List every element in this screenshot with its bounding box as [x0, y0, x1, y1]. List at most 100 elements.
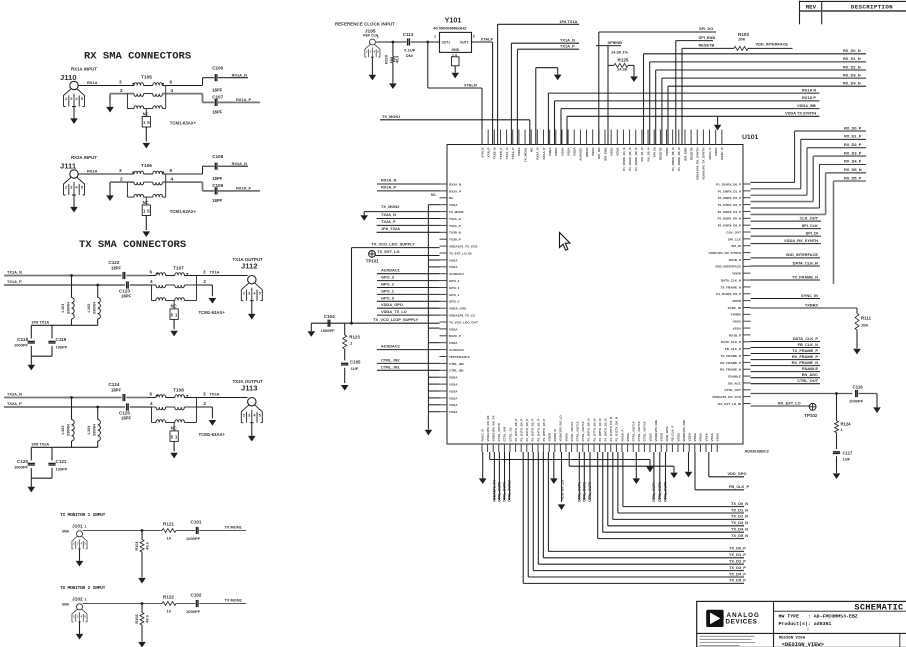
svg-text:VSSD: VSSD	[665, 147, 669, 156]
svg-text:FB_CLK_P: FB_CLK_P	[729, 484, 750, 489]
svg-text:VSSA: VSSA	[449, 403, 458, 407]
svg-text:TX2A_N: TX2A_N	[449, 217, 462, 221]
svg-text:2: 2	[243, 291, 245, 295]
svg-text:R110: R110	[383, 55, 388, 64]
svg-text:CTRL_OUT8: CTRL_OUT8	[497, 423, 501, 441]
svg-text:TX1A_P: TX1A_P	[511, 148, 515, 160]
svg-text:10: 10	[167, 608, 172, 613]
svg-text:RX_D5_P: RX_D5_P	[844, 175, 862, 180]
svg-text:C101: C101	[191, 519, 202, 524]
svg-text:P1_D3TX_D2_P: P1_D3TX_D2_P	[531, 419, 535, 442]
svg-text:1: 1	[841, 427, 844, 432]
svg-text:5: 5	[84, 541, 86, 545]
svg-text:P1_D8RX_D2_P: P1_D8RX_D2_P	[718, 196, 741, 200]
svg-text:RX_D0_P: RX_D0_P	[844, 125, 862, 130]
svg-text:5: 5	[171, 434, 174, 439]
svg-text:J105: J105	[365, 28, 376, 34]
svg-text:RX2C_P: RX2C_P	[449, 334, 461, 338]
svg-text:TX_D3_N: TX_D3_N	[731, 520, 748, 525]
svg-text:2: 2	[65, 186, 67, 190]
svg-text:TXNRX: TXNRX	[805, 302, 819, 307]
svg-text:TX_MON1: TX_MON1	[382, 114, 401, 119]
svg-text:P1_D7RX_D3_P: P1_D7RX_D3_P	[718, 203, 741, 207]
svg-text:P1_D10RX_D0_P: P1_D10RX_D0_P	[716, 182, 741, 186]
svg-text:C117: C117	[843, 451, 853, 456]
svg-text:VSSA: VSSA	[449, 265, 458, 269]
svg-text:TX_VCO_LDO_SUPPLY: TX_VCO_LDO_SUPPLY	[372, 241, 416, 246]
svg-text:2 4: 2 4	[452, 53, 457, 57]
svg-text:TX2A: TX2A	[209, 392, 219, 397]
svg-text:TX1A_N: TX1A_N	[7, 270, 22, 275]
svg-text:P1_D6TX_D5_N: P1_D6TX_D5_N	[587, 418, 591, 442]
svg-text:VSSD: VSSD	[676, 432, 680, 441]
svg-text:VDDA_RX_SYNTH: VDDA_RX_SYNTH	[784, 238, 818, 243]
svg-text:CTRL_OUT1: CTRL_OUT1	[578, 482, 582, 502]
svg-text:J110: J110	[60, 73, 76, 82]
svg-text:VSSA: VSSA	[714, 147, 718, 156]
svg-text:100PF: 100PF	[56, 467, 68, 472]
svg-text:TCM1-63AX+: TCM1-63AX+	[199, 432, 226, 437]
svg-text:SYNC_IN: SYNC_IN	[801, 293, 818, 298]
svg-text:VSSA: VSSA	[733, 320, 742, 324]
svg-text:C107: C107	[212, 95, 223, 100]
svg-text:CTRL_OUT11: CTRL_OUT11	[570, 421, 574, 441]
svg-text:6: 6	[150, 392, 153, 397]
svg-text:TX MONITOR 1 INPUT: TX MONITOR 1 INPUT	[60, 512, 106, 518]
svg-text:4: 4	[253, 413, 256, 417]
svg-text:1000PF: 1000PF	[14, 465, 29, 470]
svg-text:AUXDAC2: AUXDAC2	[381, 344, 401, 349]
svg-text:VSSA: VSSA	[693, 432, 697, 441]
svg-text:TX_MON2: TX_MON2	[449, 210, 464, 214]
svg-text:RX2A_P: RX2A_P	[236, 186, 252, 191]
svg-text:XTALN: XTALN	[464, 82, 477, 87]
svg-text:P1_D5RX_D5_N: P1_D5RX_D5_N	[718, 217, 742, 221]
svg-text:NC: NC	[449, 196, 454, 200]
svg-text:CTRL_OUT4: CTRL_OUT4	[652, 482, 656, 502]
svg-text:4: 4	[374, 50, 376, 54]
svg-text:RX2A INPUT: RX2A INPUT	[71, 155, 97, 160]
svg-text:GND: GND	[452, 48, 460, 52]
svg-text:CTRL_OUT: CTRL_OUT	[797, 378, 818, 383]
svg-text:REV: REV	[806, 3, 817, 10]
svg-text:J112: J112	[241, 262, 257, 271]
svg-text:SPI_CLK: SPI_CLK	[802, 223, 819, 228]
svg-text:RX_D1_N: RX_D1_N	[843, 56, 861, 61]
svg-text:RX_D0_N: RX_D0_N	[843, 48, 861, 53]
svg-text:C106: C106	[212, 66, 223, 71]
svg-text:VDD_RF_LO: VDD_RF_LO	[561, 479, 565, 500]
svg-text:RX_D1_P: RX_D1_P	[844, 134, 862, 139]
svg-text:RX1A P: RX1A P	[802, 95, 816, 100]
svg-text:C124: C124	[108, 382, 119, 387]
svg-text:1: 1	[143, 209, 146, 214]
svg-text:CTRL_OUT: CTRL_OUT	[725, 388, 742, 392]
svg-text:RX_FRAME_P: RX_FRAME_P	[792, 354, 819, 359]
svg-text:C105: C105	[350, 360, 361, 365]
svg-text:TX1A: TX1A	[209, 270, 219, 275]
svg-text:18PF: 18PF	[212, 109, 222, 114]
svg-text:VSSA: VSSA	[449, 410, 458, 414]
svg-text:TX_D5_P: TX_D5_P	[729, 578, 746, 583]
svg-text:CTRL_OUT3: CTRL_OUT3	[588, 482, 592, 502]
svg-text:AUXDAC1: AUXDAC1	[449, 272, 464, 276]
svg-text:DATA_CLK_P: DATA_CLK_P	[793, 336, 819, 341]
svg-text:18PF: 18PF	[111, 387, 121, 392]
svg-text:18PF: 18PF	[212, 176, 222, 181]
svg-text:P1_D9TX_D2_N: P1_D9TX_D2_N	[604, 418, 608, 442]
svg-text:RX1A N: RX1A N	[802, 87, 816, 92]
svg-text:VDDA1P3_TX_SYNTH: VDDA1P3_TX_SYNTH	[702, 147, 706, 180]
svg-text:TX_EXT_LO: TX_EXT_LO	[377, 249, 399, 254]
svg-text:6: 6	[150, 270, 153, 275]
svg-text:GPO_2: GPO_2	[449, 286, 460, 290]
svg-text:P1_D1TX_D4_P: P1_D1TX_D4_P	[520, 419, 524, 442]
svg-text:VSSA: VSSA	[564, 432, 568, 441]
svg-text:3: 3	[248, 413, 250, 417]
svg-text:ENABLE: ENABLE	[802, 366, 818, 371]
svg-text:R121: R121	[163, 521, 174, 526]
svg-text:1: 1	[377, 35, 379, 39]
svg-text:SPIENB: SPIENB	[608, 40, 623, 45]
svg-text:C113: C113	[403, 32, 414, 37]
svg-text:2: 2	[73, 541, 75, 545]
svg-text:SPI_DI: SPI_DI	[806, 230, 818, 235]
svg-text:RX_D5_N: RX_D5_N	[844, 167, 862, 172]
svg-text:1000PF: 1000PF	[849, 399, 864, 404]
